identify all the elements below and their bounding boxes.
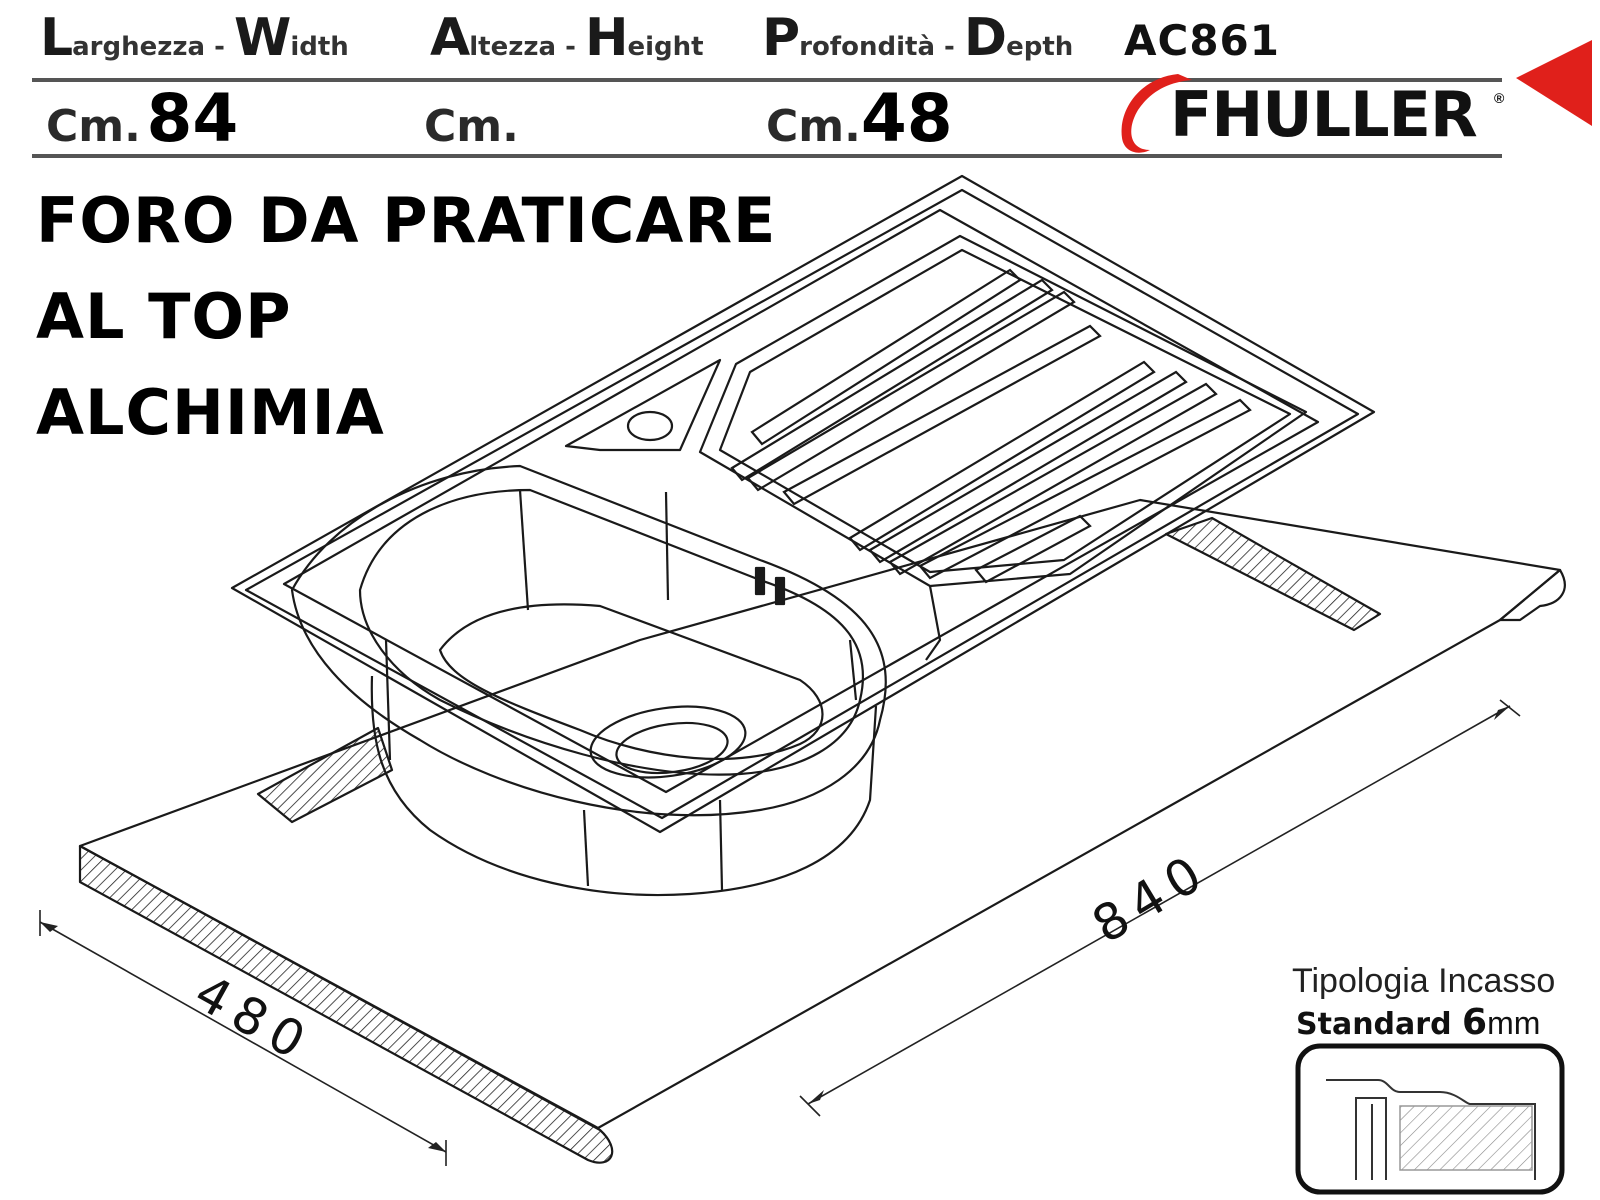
drainer-step xyxy=(925,585,942,661)
dim-label-840: 840 xyxy=(1083,840,1220,954)
depth-header: Profondità - Depth xyxy=(762,8,1074,68)
bowl-corner-right xyxy=(664,491,670,601)
dim-line-480 xyxy=(39,921,447,1153)
dim-arrow-480-a xyxy=(40,922,58,932)
height-header: Altezza - Height xyxy=(430,8,704,68)
bowl-floor xyxy=(438,603,824,761)
dim-ext-840-b xyxy=(1499,699,1521,717)
sink-rim-outer xyxy=(230,174,1376,834)
width-value: Cm. 84 xyxy=(46,80,239,157)
groove-3 xyxy=(746,290,1076,492)
drainer-inner xyxy=(718,248,1292,574)
countertop-front-edge xyxy=(78,844,614,1164)
bowl-underside-rib-1 xyxy=(582,809,590,887)
bowl-corner-fr xyxy=(848,639,858,701)
title-line-2: AL TOP xyxy=(36,280,292,353)
bowl-outer-wall xyxy=(290,464,887,817)
drain-inner xyxy=(615,721,729,775)
groove-6 xyxy=(868,370,1188,564)
installation-profile-inner xyxy=(1355,1097,1387,1180)
registered-mark: ® xyxy=(1494,90,1505,106)
overflow-slot-2 xyxy=(774,576,786,606)
height-value: Cm. xyxy=(424,101,519,152)
cutout-back-wall xyxy=(1164,516,1382,632)
dim-arrow-840-a xyxy=(808,1090,824,1104)
groove-9 xyxy=(974,514,1092,584)
installation-standard: Standard 6mm xyxy=(1296,1002,1541,1043)
header-rule-bottom xyxy=(32,154,1502,158)
groove-5 xyxy=(848,360,1156,552)
sink-flat-inner xyxy=(282,208,1320,794)
dim-arrow-480-b xyxy=(428,1142,446,1152)
dim-arrow-840-b xyxy=(1494,706,1510,720)
drain-outer xyxy=(589,705,747,779)
groove-2 xyxy=(730,278,1054,482)
header-rule-top xyxy=(32,78,1502,82)
countertop-right-edge xyxy=(1498,568,1566,622)
installation-worktop xyxy=(1399,1105,1533,1171)
title-line-3: ALCHIMIA xyxy=(36,376,385,449)
tap-platform xyxy=(564,358,722,452)
product-code: AC861 xyxy=(1124,16,1280,65)
bowl-corner-front xyxy=(384,639,392,761)
dim-ext-840-a xyxy=(799,1095,821,1117)
bowl-corner-left xyxy=(518,489,530,611)
groove-1 xyxy=(750,268,1022,446)
groove-7 xyxy=(888,382,1218,576)
bowl-underside-rib-2 xyxy=(718,799,724,891)
bowl-underside xyxy=(370,675,878,897)
bowl-inner-edge xyxy=(358,488,865,776)
brand-logo: FHULLER xyxy=(1170,78,1478,151)
width-header: Larghezza - Width xyxy=(40,8,349,68)
overflow-slot xyxy=(754,566,766,596)
title-line-1: FORO DA PRATICARE xyxy=(36,184,777,257)
dim-line-840 xyxy=(807,705,1511,1105)
tap-hole xyxy=(626,410,674,442)
installation-profile xyxy=(1326,1079,1536,1180)
cutout-left-wall xyxy=(256,726,394,824)
groove-8 xyxy=(918,398,1252,580)
sink-rim-inner xyxy=(244,188,1360,820)
depth-value: Cm.48 xyxy=(766,80,953,157)
installation-type-label: Tipologia Incasso xyxy=(1292,962,1556,1000)
drainer-grooves xyxy=(730,268,1252,584)
groove-4 xyxy=(782,324,1102,506)
